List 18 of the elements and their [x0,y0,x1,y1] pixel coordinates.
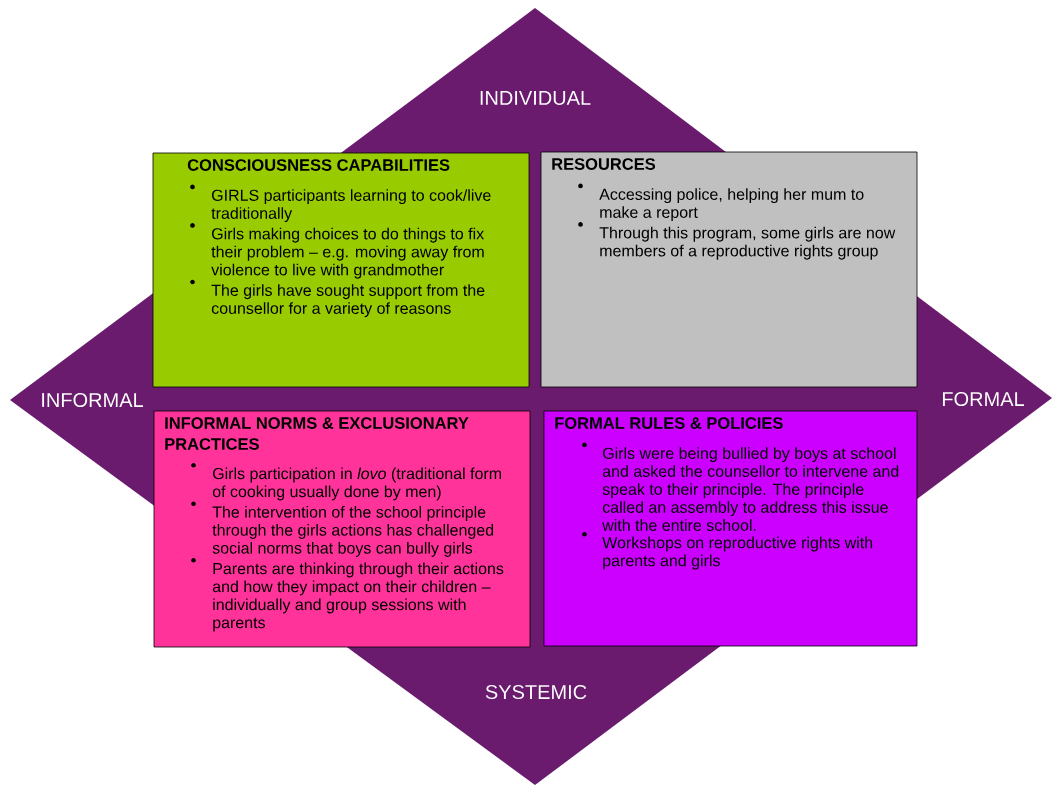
bullet-item: Girls participation in lovo (traditional form of cooking usually done by men) [191,462,501,501]
box-heading: INFORMAL NORMS & EXCLUSIONARY PRACTICES [165,417,469,450]
bullet-item: Accessing police, helping her mum to make a report [578,183,864,222]
box-heading: FORMAL RULES & POLICIES [555,417,783,429]
bullet-item: The girls have sought support from the counsellor for a variety of reasons [190,279,485,318]
bullet-item: Girls were being bullied by boys at school and asked the counsellor to intervene and speak to their principle. The principle called an assembly to address this issue with the entire school. [582,442,899,531]
axis-label: INDIVIDUAL [480,91,591,105]
axis-label: SYSTEMIC [485,684,587,700]
bullet-item: Parents are thinking through their actions and how they impact on their children – individually and group sessions with parents [191,557,504,632]
box-heading: CONSCIOUSNESS CAPABILITIES [187,159,450,171]
box-heading: RESOURCES [552,158,656,170]
bullet-item: Workshops on reproductive rights with parents and girls [582,531,873,570]
bullet-item: Through this program, some girls are now members of a reproductive rights group [578,222,896,260]
bullet-item: Girls making choices to do things to fix their problem – e.g. moving away from violence to live with grandmother [190,223,484,279]
bullet-item: The intervention of the school principle through the girls actions has challenged social norms that boys can bully girls [191,501,494,557]
axis-label: FORMAL [943,391,1024,407]
axis-label: INFORMAL [42,392,143,408]
bullet-item: GIRLS participants learning to cook/live traditionally [190,184,491,223]
